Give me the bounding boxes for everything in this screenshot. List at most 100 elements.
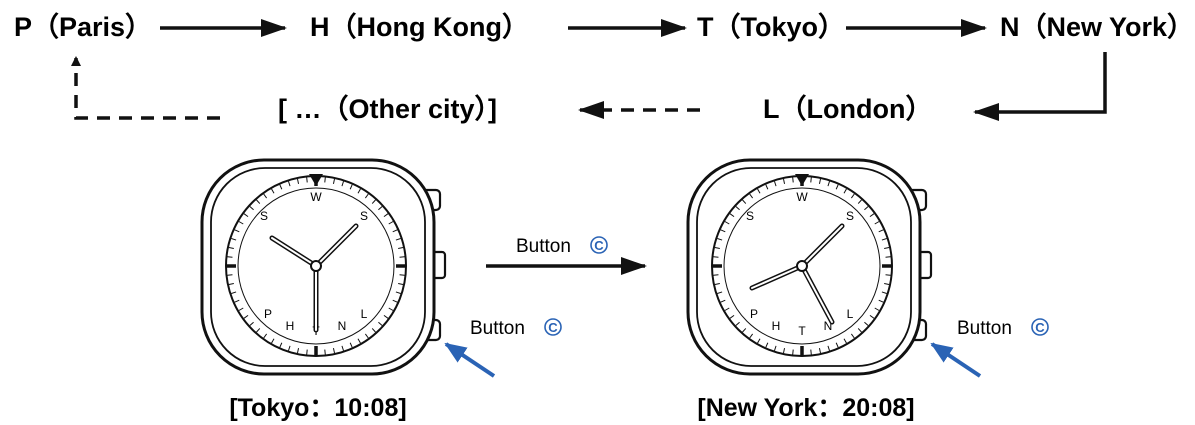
- dial-tick: [713, 256, 719, 258]
- dial-tick: [810, 177, 812, 183]
- dial-tick: [792, 177, 794, 183]
- top-marker-icon: [309, 174, 323, 186]
- dial-tick: [765, 184, 769, 190]
- dial-tick: [724, 307, 730, 311]
- dial-tick: [818, 178, 821, 184]
- right-blue-pointer-arrow: [930, 342, 982, 378]
- city-hongkong: H（Hong Kong）: [310, 12, 529, 42]
- dial-tick: [783, 178, 786, 184]
- dial-tick: [364, 193, 369, 199]
- dial-tick: [332, 348, 335, 354]
- dial-tick: [263, 193, 268, 199]
- dial-tick: [279, 184, 283, 190]
- dial-tick: [765, 342, 769, 348]
- dial-letter-p: P: [750, 307, 758, 321]
- dial-tick: [399, 256, 405, 258]
- dashed-arrow-other-to-paris: [71, 56, 220, 120]
- dial-tick: [234, 229, 240, 233]
- dial-tick: [843, 338, 847, 344]
- dial-tick: [792, 349, 794, 355]
- dial-letter-t: T: [798, 324, 806, 338]
- dial-tick: [874, 307, 880, 311]
- watch-bezel: [210, 167, 426, 367]
- arrow-newyork-to-london: [973, 52, 1107, 121]
- dial-tick: [263, 333, 268, 339]
- watch-bezel: [696, 167, 912, 367]
- dial-tick: [735, 206, 740, 211]
- dial-tick: [714, 282, 720, 285]
- dial-tick: [729, 314, 735, 319]
- dial-tick: [713, 274, 719, 276]
- dial-letter-s-right: S: [360, 209, 368, 223]
- dial-tick: [850, 193, 855, 199]
- dial-tick: [228, 282, 234, 285]
- dial-tick: [297, 178, 300, 184]
- dial-tick: [774, 181, 777, 187]
- dial-tick: [398, 247, 404, 250]
- dial-tick: [720, 229, 726, 233]
- dial-letter-l: L: [847, 307, 854, 321]
- left-button-c-symbol: C: [548, 320, 558, 335]
- watch-newyork: W S S P H T N L: [686, 158, 933, 376]
- dial-tick: [757, 188, 761, 194]
- dial-tick: [392, 299, 398, 303]
- left-button-c-icon: [544, 318, 562, 336]
- dial-tick: [881, 238, 887, 241]
- dial-tick: [827, 345, 830, 351]
- dial-letter-n: N: [338, 319, 347, 333]
- dial-tick: [349, 342, 353, 348]
- middle-button-label: Button: [516, 236, 571, 257]
- dial-tick: [878, 299, 884, 303]
- dial-tick: [383, 314, 389, 319]
- dial-tick: [399, 274, 405, 276]
- city-other: [ …（Other city）]: [278, 94, 497, 124]
- dial-tick: [364, 333, 369, 339]
- dial-tick: [864, 206, 869, 211]
- dial-tick: [857, 199, 862, 204]
- dial-tick: [357, 188, 361, 194]
- right-button-label: Button: [957, 318, 1012, 339]
- dial-tick: [869, 314, 875, 319]
- dial-letter-s-left: S: [260, 209, 268, 223]
- hand-pivot: [796, 260, 808, 272]
- dial-tick: [288, 181, 291, 187]
- right-button-c-symbol: C: [1035, 320, 1045, 335]
- dial-letter-p: P: [264, 307, 272, 321]
- dial-tick: [383, 213, 389, 218]
- dial-letter-l: L: [361, 307, 368, 321]
- dial-tick: [714, 247, 720, 250]
- city-newyork: N（New York）: [1000, 12, 1194, 42]
- dial-tick: [231, 238, 237, 241]
- dial-tick: [827, 181, 830, 187]
- dial-tick: [238, 221, 244, 225]
- dial-tick: [271, 188, 275, 194]
- dial-tick: [238, 307, 244, 311]
- dial-tick: [720, 299, 726, 303]
- left-blue-pointer-arrow: [444, 342, 496, 378]
- dial-inner-ring: [237, 187, 395, 345]
- dial-tick: [243, 213, 249, 218]
- dial-tick: [341, 345, 344, 351]
- dial-tick: [279, 342, 283, 348]
- dial-tick: [742, 199, 747, 204]
- dial-tick: [835, 342, 839, 348]
- dial-tick: [783, 348, 786, 354]
- dial-tick: [742, 328, 747, 333]
- dial-tick: [341, 181, 344, 187]
- dial-letter-h: H: [286, 319, 295, 333]
- dial-tick: [371, 328, 376, 333]
- dial-inner-ring: [723, 187, 881, 345]
- dial-tick: [306, 177, 308, 183]
- dial-tick: [395, 238, 401, 241]
- dial-tick: [735, 321, 740, 326]
- top-marker-icon: [795, 174, 809, 186]
- dial-tick: [884, 247, 890, 250]
- city-london: L（London）: [763, 94, 932, 124]
- dial-tick: [249, 321, 254, 326]
- city-tokyo: T（Tokyo）: [697, 12, 845, 42]
- dial-tick: [234, 299, 240, 303]
- dial-tick: [398, 282, 404, 285]
- dial-tick: [228, 247, 234, 250]
- caption-newyork: [New York：20:08]: [697, 394, 914, 422]
